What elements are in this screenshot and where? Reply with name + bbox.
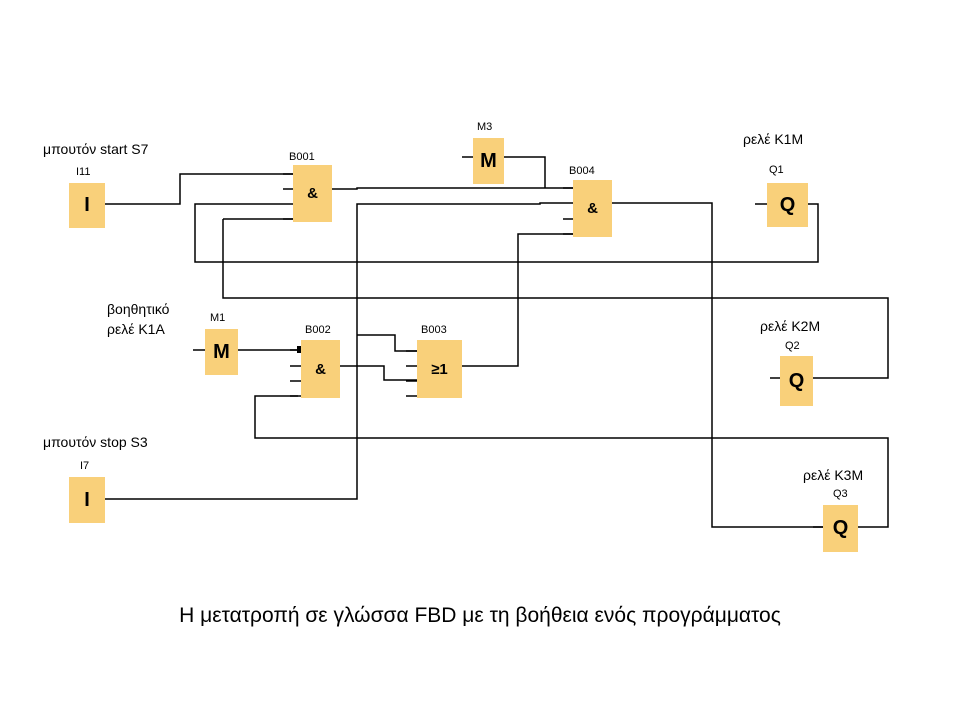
desc-i11: μπουτόν start S7 <box>43 141 149 157</box>
negation-dot <box>297 346 304 353</box>
wire-q3-feedback <box>254 395 889 528</box>
id-i7: I7 <box>80 460 90 472</box>
wire-q2-feedback <box>222 219 889 379</box>
memory-block-m1: M <box>205 329 238 375</box>
id-b004: B004 <box>569 165 595 177</box>
id-b002: B002 <box>305 324 331 336</box>
desc-q2: ρελέ K2M <box>760 318 821 334</box>
id-q1: Q1 <box>769 164 784 176</box>
wire-b003-b004 <box>462 233 573 367</box>
input-block-i11: I <box>69 183 105 228</box>
wire-b001-b004 <box>332 187 573 190</box>
wire-q1-feedback <box>194 203 819 263</box>
output-block-q1: Q <box>767 183 808 227</box>
desc-m1-line1: βοηθητικό <box>107 301 170 317</box>
desc-i7: μπουτόν stop S3 <box>43 434 148 450</box>
id-m1: M1 <box>210 312 226 324</box>
id-m3: M3 <box>477 121 493 133</box>
wire-i11-b001 <box>105 173 293 205</box>
wire-i7-b001 <box>105 202 573 500</box>
id-q2: Q2 <box>785 340 800 352</box>
desc-q1: ρελέ K1M <box>743 131 804 147</box>
desc-q3: ρελέ K3M <box>803 467 864 483</box>
or-gate-b003: ≥1 <box>417 340 462 398</box>
and-gate-b004: & <box>573 180 612 237</box>
id-q3: Q3 <box>833 488 848 500</box>
id-i11: I11 <box>76 166 91 178</box>
input-block-i7: I <box>69 477 105 523</box>
figure-caption: Η μετατροπή σε γλώσσα FBD με τη βοήθεια … <box>179 604 781 627</box>
and-gate-b001: & <box>293 165 332 222</box>
id-b003: B003 <box>421 324 447 336</box>
output-block-q3: Q <box>823 505 858 552</box>
memory-block-m3: M <box>473 138 504 184</box>
wire-b003-in1 <box>357 334 417 352</box>
wire-b002-b003 <box>340 365 417 381</box>
output-block-q2: Q <box>780 356 813 406</box>
and-gate-b002: & <box>301 340 340 398</box>
desc-m1-line2: ρελέ K1A <box>107 321 165 337</box>
wire-b004-q3 <box>612 202 823 528</box>
wire-m3-b004 <box>504 156 546 188</box>
id-b001: B001 <box>289 151 315 163</box>
